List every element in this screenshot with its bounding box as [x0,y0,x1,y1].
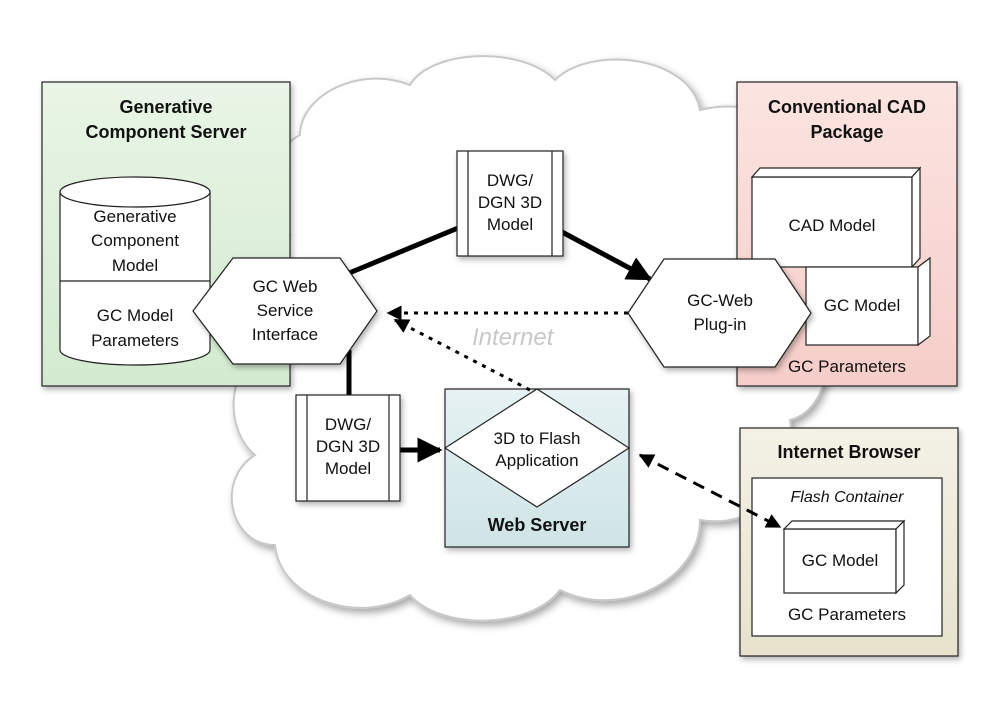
flash-app-label-1: 3D to Flash [494,429,581,448]
model-document-top: DWG/ DGN 3D Model [456,150,564,257]
internet-browser-box: Internet Browser Flash Container GC Mode… [739,427,959,657]
params-label-2: Parameters [91,331,179,350]
web-server-title: Web Server [488,515,587,535]
model-top-label-2: DGN 3D [478,193,542,212]
cad-gc-model-box [805,256,931,347]
model-bottom-label-1: DWG/ [325,415,372,434]
flash-app-diamond [443,388,631,508]
db-label-3: Model [112,256,158,275]
gc-server-title-2: Component Server [85,122,246,142]
model-bottom-label-2: DGN 3D [316,437,380,456]
browser-title: Internet Browser [777,442,920,462]
internet-label: Internet [472,324,555,351]
cad-title-2: Package [810,122,883,142]
browser-gc-model-box [782,519,906,595]
cad-gc-model-label: GC Model [824,296,901,315]
cad-model-label: CAD Model [789,216,876,235]
gc-server-title-1: Generative [119,97,212,117]
model-top-label-1: DWG/ [487,171,534,190]
connectors [341,225,782,529]
flash-app-label-2: Application [495,451,578,470]
arrow-model-to-plugin [560,229,653,282]
plugin-label-2: Plug-in [694,315,747,334]
plugin-label-1: GC-Web [687,291,753,310]
arrow-flash-app-to-browser [638,453,782,529]
cad-gc-parameters-label: GC Parameters [788,357,906,376]
flash-container-label: Flash Container [791,489,905,506]
model-document-bottom: DWG/ DGN 3D Model [295,394,401,502]
connector-service-to-model-top [341,225,459,279]
cad-model-box [750,166,922,269]
params-label-1: GC Model [97,306,174,325]
gc-web-plugin-hexagon: GC-Web Plug-in [627,258,812,368]
service-label-1: GC Web [253,277,318,296]
model-top-label-3: Model [487,215,533,234]
gc-web-service-hexagon: GC Web Service Interface [192,257,378,365]
database-cylinder [59,176,211,366]
db-label-2: Component [91,231,179,250]
model-bottom-label-3: Model [325,459,371,478]
service-label-3: Interface [252,325,318,344]
service-label-2: Service [257,301,314,320]
web-server-box: 3D to Flash Application Web Server [443,388,631,548]
browser-gc-parameters-label: GC Parameters [788,605,906,624]
db-label-1: Generative [93,207,176,226]
cad-title-1: Conventional CAD [768,97,926,117]
browser-gc-model-label: GC Model [802,551,879,570]
